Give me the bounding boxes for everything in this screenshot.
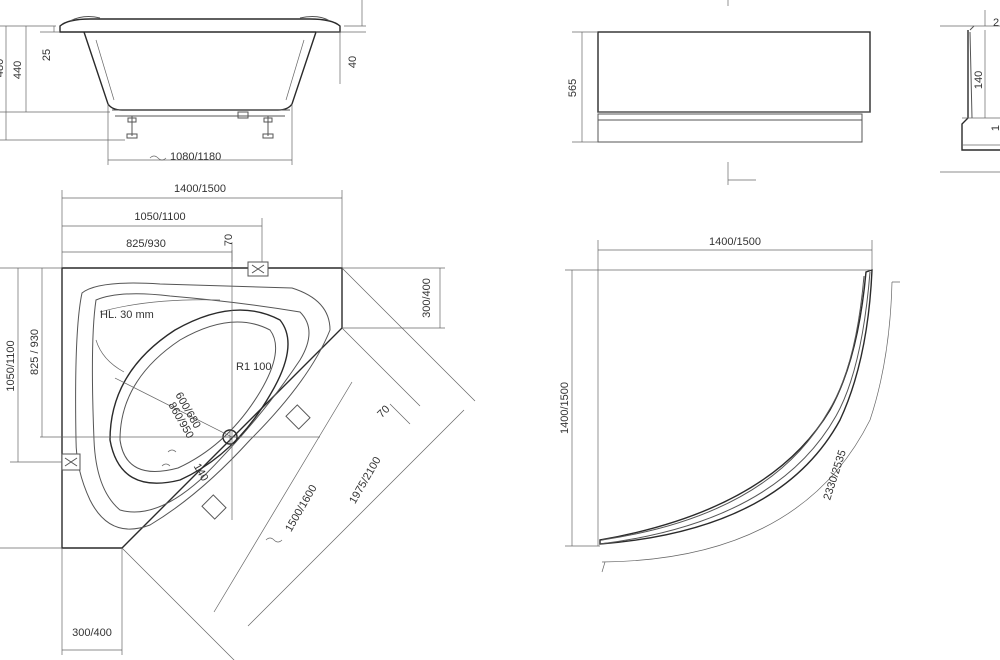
side-elevation-view [0, 0, 366, 165]
dim-diag-1500: 1500/1600 [283, 483, 319, 534]
dim-profile-top: 2 [993, 17, 999, 29]
dim-right-300: 300/400 [421, 278, 433, 318]
dim-left-1050: 1050/1100 [5, 340, 17, 391]
dim-diag-1975: 1975/2100 [347, 455, 383, 506]
dim-top-1050: 1050/1100 [134, 211, 185, 223]
dim-apron-height: 1400/1500 [559, 382, 571, 434]
label-radius: R1 100 [236, 361, 271, 373]
dim-top-70: 70 [223, 234, 235, 246]
dim-profile-1: 1 [990, 125, 1000, 131]
dim-rim-25: 25 [41, 49, 53, 61]
dim-bottom-300: 300/400 [72, 627, 112, 639]
dim-left-825: 825 / 930 [29, 329, 41, 375]
dim-apron-arc: 2330/2535 [821, 448, 848, 501]
panel-profile-section [940, 10, 1000, 173]
dim-side-height: 480 [0, 59, 6, 77]
dim-side-depth: 440 [12, 61, 24, 79]
dim-apron-width: 1400/1500 [709, 236, 761, 248]
dim-rim-40: 40 [347, 56, 359, 68]
curved-apron-plan-view [565, 240, 900, 573]
front-panel-elevation [572, 0, 871, 185]
dim-panel-height: 565 [567, 79, 579, 97]
dim-top-825: 825/930 [126, 238, 166, 250]
dim-profile-140: 140 [973, 71, 985, 89]
dim-side-length: 1080/1180 [170, 151, 221, 163]
dim-top-width: 1400/1500 [174, 183, 226, 195]
corner-tub-plan-view [0, 190, 476, 660]
label-overflow: HL. 30 mm [100, 309, 154, 321]
dim-diag-70: 70 [375, 403, 392, 420]
